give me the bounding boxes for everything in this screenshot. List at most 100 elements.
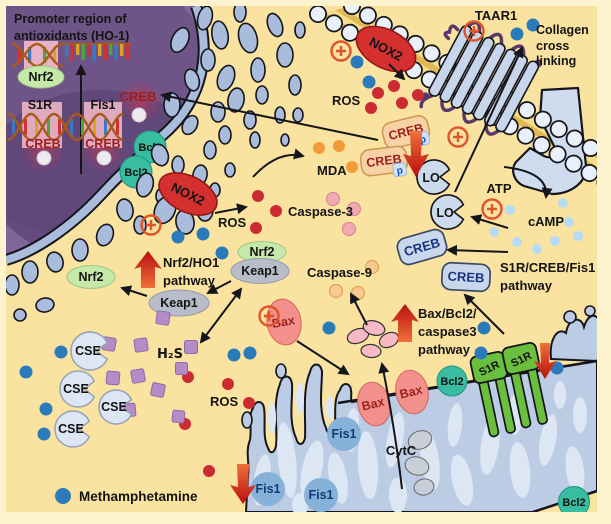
nrf2-label: Nrf2 (78, 270, 103, 284)
ros-dot (252, 190, 264, 202)
atp-label: ATP (486, 181, 511, 196)
mitochondria: Fis1 Fis1 Fis1 CytC Bax Bax Bcl2 Bcl2 S1… (241, 305, 597, 512)
fis1-gene-label: Fis1 (90, 98, 115, 112)
keap1-label: Keap1 (241, 264, 279, 278)
bax-label: Bax (271, 313, 296, 331)
er-blob (171, 155, 185, 175)
er-blob (294, 21, 306, 39)
arrow-bax-to-mito (296, 340, 350, 376)
ros-dots (203, 80, 424, 477)
er-blob (249, 131, 261, 149)
mda-dot (333, 140, 345, 152)
creb-phospho-icon: CREB p (359, 145, 409, 178)
er-blob (35, 297, 55, 313)
s1r-gene-label: S1R (28, 98, 52, 112)
cytc-blobs (404, 430, 435, 496)
arrow-cytc-release (378, 362, 403, 490)
cse-label: CSE (75, 344, 101, 358)
cse-enzyme-icon (54, 410, 91, 448)
meth-dot (54, 345, 68, 359)
er-blob (216, 64, 236, 92)
vesicle (241, 411, 253, 429)
ros-dot (396, 97, 408, 109)
cristae-blob (357, 431, 379, 499)
nrf2-pathway-label-2: pathway (163, 273, 216, 288)
cse-enzyme-icon (70, 331, 109, 371)
h2s-square (171, 409, 186, 424)
camp-dot (573, 231, 583, 241)
phospho-chip (392, 162, 408, 178)
camp-dot (505, 205, 515, 215)
s1r-decrease-arrow (534, 343, 556, 379)
vesicle (563, 310, 577, 324)
er-blob (181, 114, 199, 136)
meth-dot (477, 321, 491, 335)
er-blob (280, 133, 290, 147)
meth-dot (550, 361, 564, 375)
cse-label: CSE (63, 382, 89, 396)
plasma-membrane: NOX2 (309, 6, 597, 196)
cristae-blob (268, 402, 276, 434)
h2s-square (184, 340, 198, 354)
promoter-caption-line1: Promoter region of (14, 12, 127, 26)
camp-dot (558, 198, 568, 208)
nrf2-label: Nrf2 (249, 245, 274, 259)
cse-label: CSE (58, 422, 84, 436)
petal (360, 343, 382, 359)
collagen-label-3: linking (536, 54, 576, 68)
cristae-blob (565, 446, 585, 494)
fis1-icon (327, 417, 361, 451)
dna-helix-ho1 (10, 42, 132, 68)
ros-dot (388, 80, 400, 92)
caspase9-dot (365, 260, 379, 274)
er-blob (227, 87, 245, 113)
lo-enzymes: LO LO (416, 159, 465, 230)
nrf2-pathway-label-1: Nrf2/HO1 (163, 255, 219, 270)
creb-label: CREB (447, 269, 485, 286)
keap1-label: Keap1 (160, 296, 198, 310)
er-blob (95, 223, 115, 247)
creb-inactive-icon: CREB (396, 228, 448, 266)
cristae-blob (573, 397, 587, 433)
promoter-caption-line2: antioxidants (HO-1) (14, 29, 129, 43)
meth-dot (196, 227, 210, 241)
cse-enzyme-icon (59, 370, 96, 408)
nrf2-on-dna-label: Nrf2 (28, 70, 53, 84)
lo-enzyme-icon (416, 159, 451, 195)
legend-methamphetamine-dot (55, 488, 71, 504)
meth-dot (510, 27, 524, 41)
meth-dot (322, 321, 336, 335)
lo-enzyme-icon (430, 194, 465, 230)
caspase9-dot (329, 284, 343, 298)
meth-dot (350, 55, 364, 69)
creb-inactive-icon: CREB (440, 261, 492, 293)
camp-dot (564, 217, 574, 227)
h2s-square (150, 382, 166, 398)
ros-dot (222, 378, 234, 390)
h2s-square (130, 368, 146, 384)
creb-dot (36, 150, 52, 166)
er-blob (150, 143, 170, 167)
er-blob (71, 238, 89, 262)
bax-label: Bax (398, 383, 424, 402)
camp-dot (512, 237, 522, 247)
fis1-label: Fis1 (331, 427, 356, 441)
er-blob (292, 107, 304, 123)
collagen-label-2: cross (536, 39, 569, 53)
arrow-lo-to-collagen (454, 46, 524, 193)
collagen-label-1: Collagen (536, 23, 589, 37)
er-blob (276, 42, 294, 68)
er-blob (224, 162, 236, 178)
meth-dot (474, 346, 488, 360)
arrow-nox2-to-ros (214, 203, 248, 215)
nox2-er-icon: NOX2 (158, 172, 218, 216)
er-blob (6, 274, 20, 296)
dna-helix-s1r-fis1 (7, 112, 124, 142)
cristae-blob (509, 442, 531, 498)
er-blob (13, 308, 27, 322)
er-blob (243, 110, 257, 130)
bcl2-membrane-icon (558, 486, 590, 512)
s1r-pathway-label-1: S1R/CREB/Fis1 (500, 260, 595, 275)
bcl2-label: Bcl2 (562, 497, 585, 509)
bax-pathway-label-3: pathway (418, 342, 471, 357)
